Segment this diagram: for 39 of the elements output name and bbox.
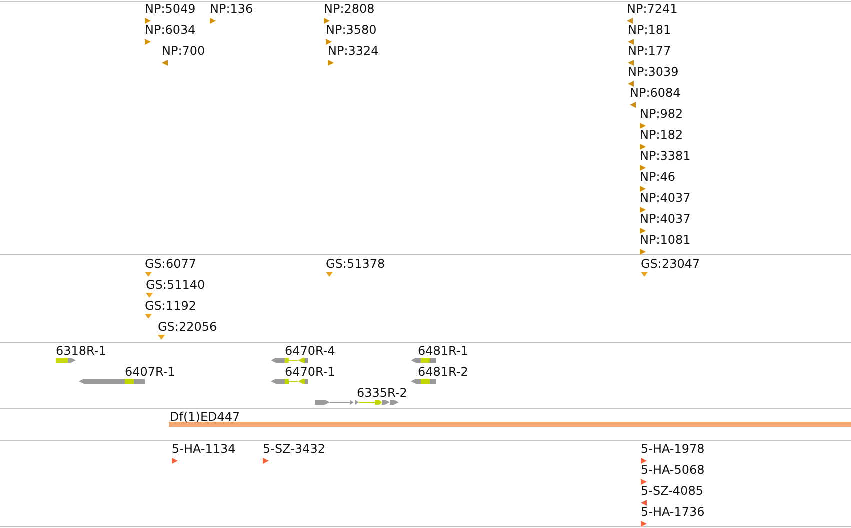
- feature-label: NP:3381: [640, 149, 691, 163]
- feature-label: GS:51140: [146, 278, 206, 292]
- feature-label: GS:51378: [326, 257, 386, 271]
- feature-label: GS:1192: [145, 299, 196, 313]
- feature-label: 6481R-1: [418, 344, 468, 358]
- feature-label: NP:6034: [145, 23, 196, 37]
- feature-label: NP:2808: [324, 2, 375, 16]
- feature-label: NP:182: [640, 128, 684, 142]
- feature-label: NP:181: [628, 23, 672, 37]
- feature-label: 6335R-2: [357, 386, 408, 400]
- feature-label: 5-HA-1978: [641, 442, 705, 456]
- feature-label: NP:46: [640, 170, 676, 184]
- feature-label: NP:7241: [627, 2, 678, 16]
- feature-label: NP:3580: [326, 23, 377, 37]
- feature-label: GS:23047: [641, 257, 700, 271]
- feature-label: NP:6084: [630, 86, 681, 100]
- feature-label: NP:3324: [328, 44, 379, 58]
- feature-label: 6481R-2: [418, 365, 468, 379]
- feature-label: 6470R-1: [285, 365, 336, 379]
- feature-label: 6470R-4: [285, 344, 336, 358]
- feature-label: NP:4037: [640, 212, 691, 226]
- feature-label: 5-HA-5068: [641, 463, 705, 477]
- feature-label: NP:5049: [145, 2, 196, 16]
- feature-label: NP:982: [640, 107, 684, 121]
- feature-label: 6318R-1: [56, 344, 106, 358]
- feature-label: GS:22056: [158, 320, 218, 334]
- feature-label: NP:3039: [628, 65, 679, 79]
- feature-label: GS:6077: [145, 257, 196, 271]
- feature-label: Df(1)ED447: [170, 410, 240, 424]
- feature-label: NP:4037: [640, 191, 691, 205]
- feature-label: 5-SZ-3432: [263, 442, 326, 456]
- feature-label: NP:136: [210, 2, 254, 16]
- feature-label: 5-HA-1134: [172, 442, 236, 456]
- feature-label: NP:1081: [640, 233, 691, 247]
- feature-label: 5-SZ-4085: [641, 484, 704, 498]
- feature-label: 5-HA-1736: [641, 505, 705, 519]
- feature-label: NP:700: [162, 44, 206, 58]
- feature-label: NP:177: [628, 44, 672, 58]
- feature-label: 6407R-1: [125, 365, 176, 379]
